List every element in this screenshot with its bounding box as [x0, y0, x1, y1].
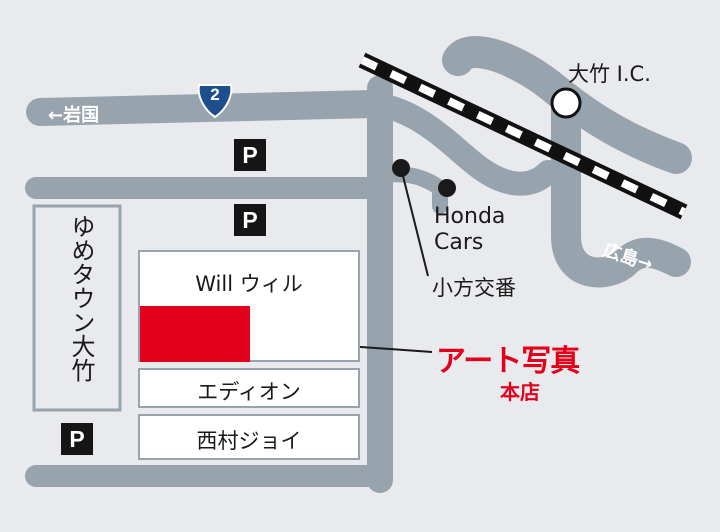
route-2-shield-icon: 2	[195, 79, 235, 119]
destination-branch: 本店	[500, 380, 540, 404]
honda-cars-marker	[438, 179, 456, 197]
destination-name: アート写真	[436, 344, 580, 379]
youme-town-building	[32, 204, 122, 412]
parking-icon-top: P	[234, 139, 266, 171]
ohtake-ic-label: 大竹 I.C.	[568, 62, 651, 86]
railway	[358, 52, 688, 220]
parking-icon-bottom: P	[61, 423, 93, 455]
highway-ramp	[551, 89, 691, 288]
highway-loop	[442, 36, 692, 174]
connector-road	[360, 92, 560, 196]
ohtake-ic-marker	[550, 87, 582, 119]
edion-label: エディオン	[197, 380, 301, 404]
route-2-number: 2	[210, 85, 220, 104]
police-box-label: 小方交番	[432, 276, 516, 300]
honda-cars-label-line2: Cars	[434, 230, 484, 255]
parking-icon-middle: P	[234, 204, 266, 236]
art-shashin-store-marker	[140, 306, 250, 362]
to-iwakuni-label: ←岩国	[48, 105, 100, 126]
will-label: Will ウィル	[195, 272, 303, 296]
edion-building: エディオン	[138, 368, 360, 408]
youme-town-label: ゆめタウン大竹	[67, 214, 95, 382]
police-box-leader	[400, 167, 429, 277]
honda-cars-label-line1: Honda	[434, 204, 506, 229]
nishimura-joy-label: 西村ジョイ	[196, 429, 302, 453]
nishimura-joy-building: 西村ジョイ	[138, 414, 360, 460]
